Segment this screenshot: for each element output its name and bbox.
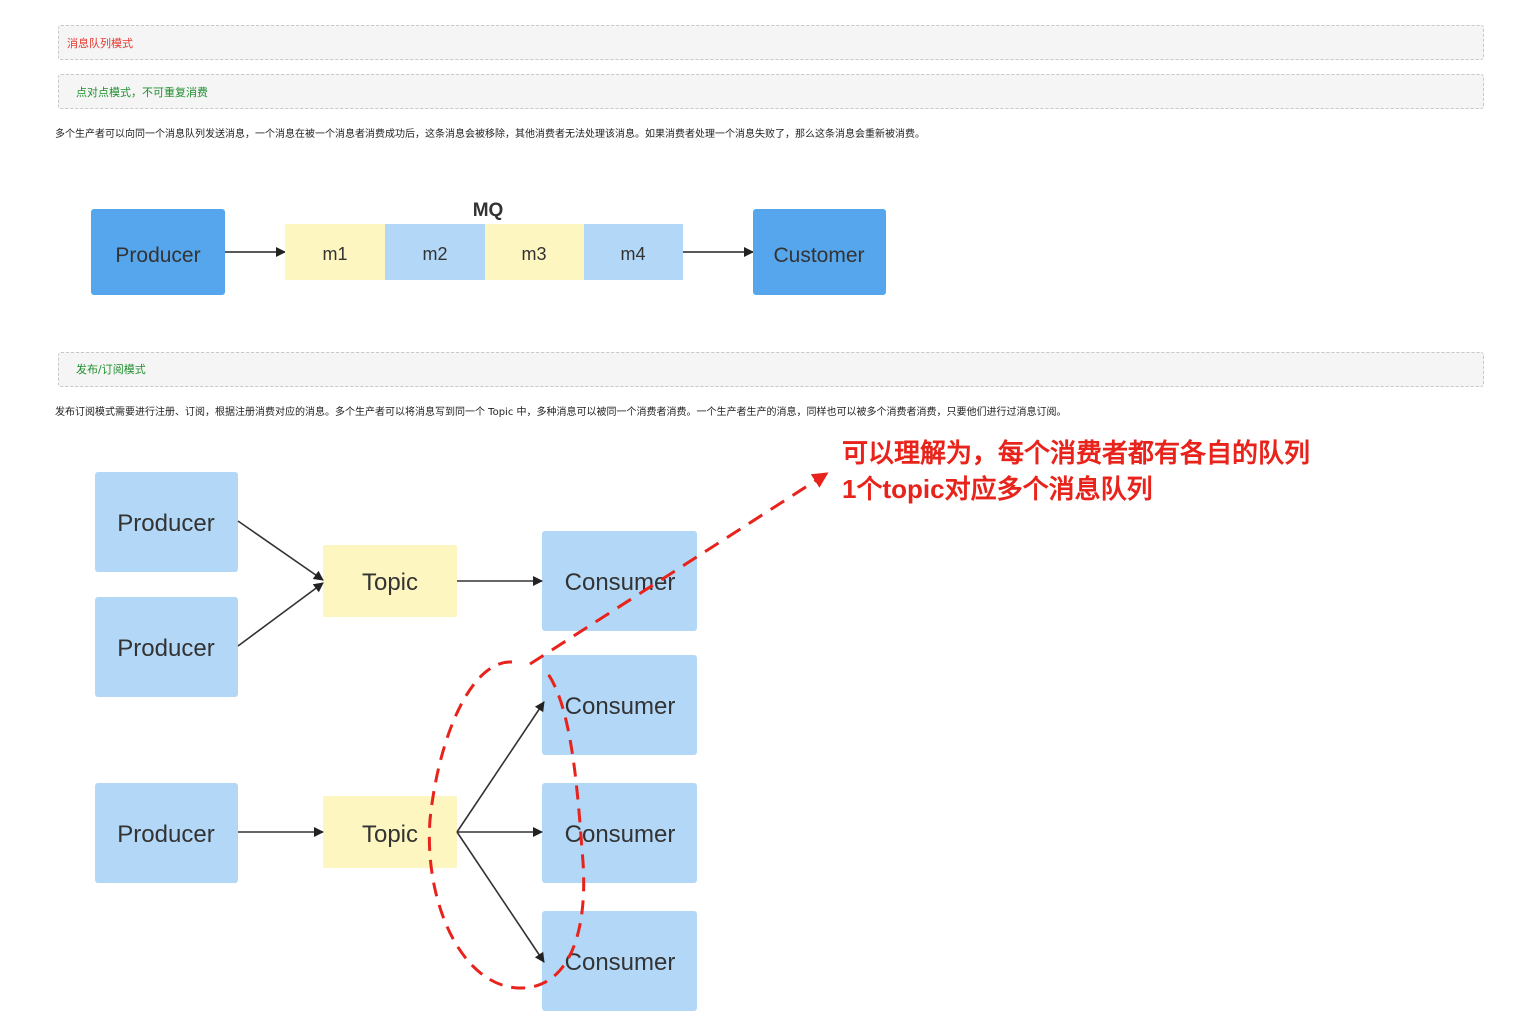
message-cell [385, 224, 485, 280]
consumer-box [542, 911, 697, 1011]
producer-label: Producer [117, 821, 214, 848]
section-header-text: 点对点模式，不可重复消费 [76, 86, 208, 99]
consumer-box [542, 783, 697, 883]
message-label: m1 [322, 244, 347, 264]
producer-label: Producer [117, 635, 214, 662]
annotation-dashed-arrow [529, 472, 829, 666]
arrow-topic-to-consumer [456, 831, 545, 963]
section-header-text: 消息队列模式 [67, 37, 133, 50]
customer-label: Customer [773, 244, 864, 267]
arrow-topic-to-consumer [456, 701, 545, 833]
producer-box [91, 209, 225, 295]
producer-box [95, 597, 238, 697]
consumer-label: Consumer [565, 821, 676, 848]
message-label: m2 [422, 244, 447, 264]
topic-box [323, 545, 457, 617]
topic-label: Topic [362, 569, 418, 596]
section-header-mq-mode: 消息队列模式 [58, 25, 1484, 60]
message-label: m3 [521, 244, 546, 264]
producer-label: Producer [115, 244, 200, 267]
consumer-label: Consumer [565, 693, 676, 720]
producer-label: Producer [117, 510, 214, 537]
producer-box [95, 783, 238, 883]
consumer-box [542, 531, 697, 631]
message-cell [285, 224, 385, 280]
arrow-producer-to-topic [237, 582, 324, 647]
consumer-label: Consumer [565, 569, 676, 596]
consumer-box [542, 655, 697, 755]
message-label: m4 [620, 244, 645, 264]
arrow-producer-to-topic [237, 520, 324, 581]
annotation-text-line2: 1个topic对应多个消息队列 [842, 474, 1153, 504]
section-header-pubsub: 发布/订阅模式 [58, 352, 1484, 387]
topic-label: Topic [362, 821, 418, 848]
message-cell [485, 224, 584, 280]
annotation: 可以理解为，每个消费者都有各自的队列 1个topic对应多个消息队列 [427, 438, 1310, 990]
annotation-text-line1: 可以理解为，每个消费者都有各自的队列 [842, 438, 1310, 468]
p2p-diagram: Producer MQ m1 m2 m3 m4 Customer [91, 200, 886, 295]
customer-box [753, 209, 886, 295]
consumer-label: Consumer [565, 949, 676, 976]
section-header-text: 发布/订阅模式 [76, 363, 146, 376]
mq-label: MQ [473, 200, 504, 221]
section-header-p2p: 点对点模式，不可重复消费 [58, 74, 1484, 109]
topic-box [323, 796, 457, 868]
message-cell [584, 224, 683, 280]
producer-box [95, 472, 238, 572]
pubsub-description: 发布订阅模式需要进行注册、订阅，根据注册消费对应的消息。多个生产者可以将消息写到… [55, 407, 1067, 418]
annotation-dashed-ellipse [427, 660, 586, 990]
pubsub-diagram: Producer Producer Producer Topic Topic C… [95, 472, 697, 1011]
p2p-description: 多个生产者可以向同一个消息队列发送消息，一个消息在被一个消息者消费成功后，这条消… [55, 129, 925, 140]
